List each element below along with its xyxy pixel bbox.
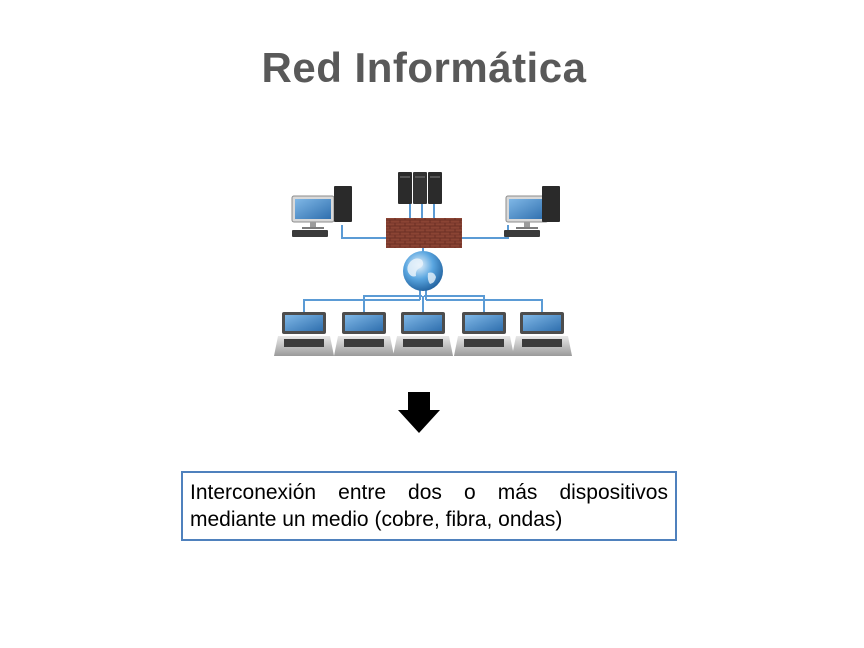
laptop-4 [454,312,514,356]
network-cables [303,203,543,312]
globe-icon [403,251,443,291]
desktop-computer-left [291,186,352,237]
server-rack [398,172,442,204]
network-diagram [274,172,572,356]
down-arrow-icon [398,392,440,433]
definition-box: Interconexión entre dos o más dispositiv… [181,471,677,541]
firewall [386,218,462,248]
definition-text: Interconexión entre dos o más dispositiv… [190,481,668,531]
laptop-1 [274,312,334,356]
slide-title: Red Informática [261,44,587,91]
laptop-3 [393,312,453,356]
laptop-5 [512,312,572,356]
laptop-2 [334,312,394,356]
desktop-computer-right [504,186,560,237]
